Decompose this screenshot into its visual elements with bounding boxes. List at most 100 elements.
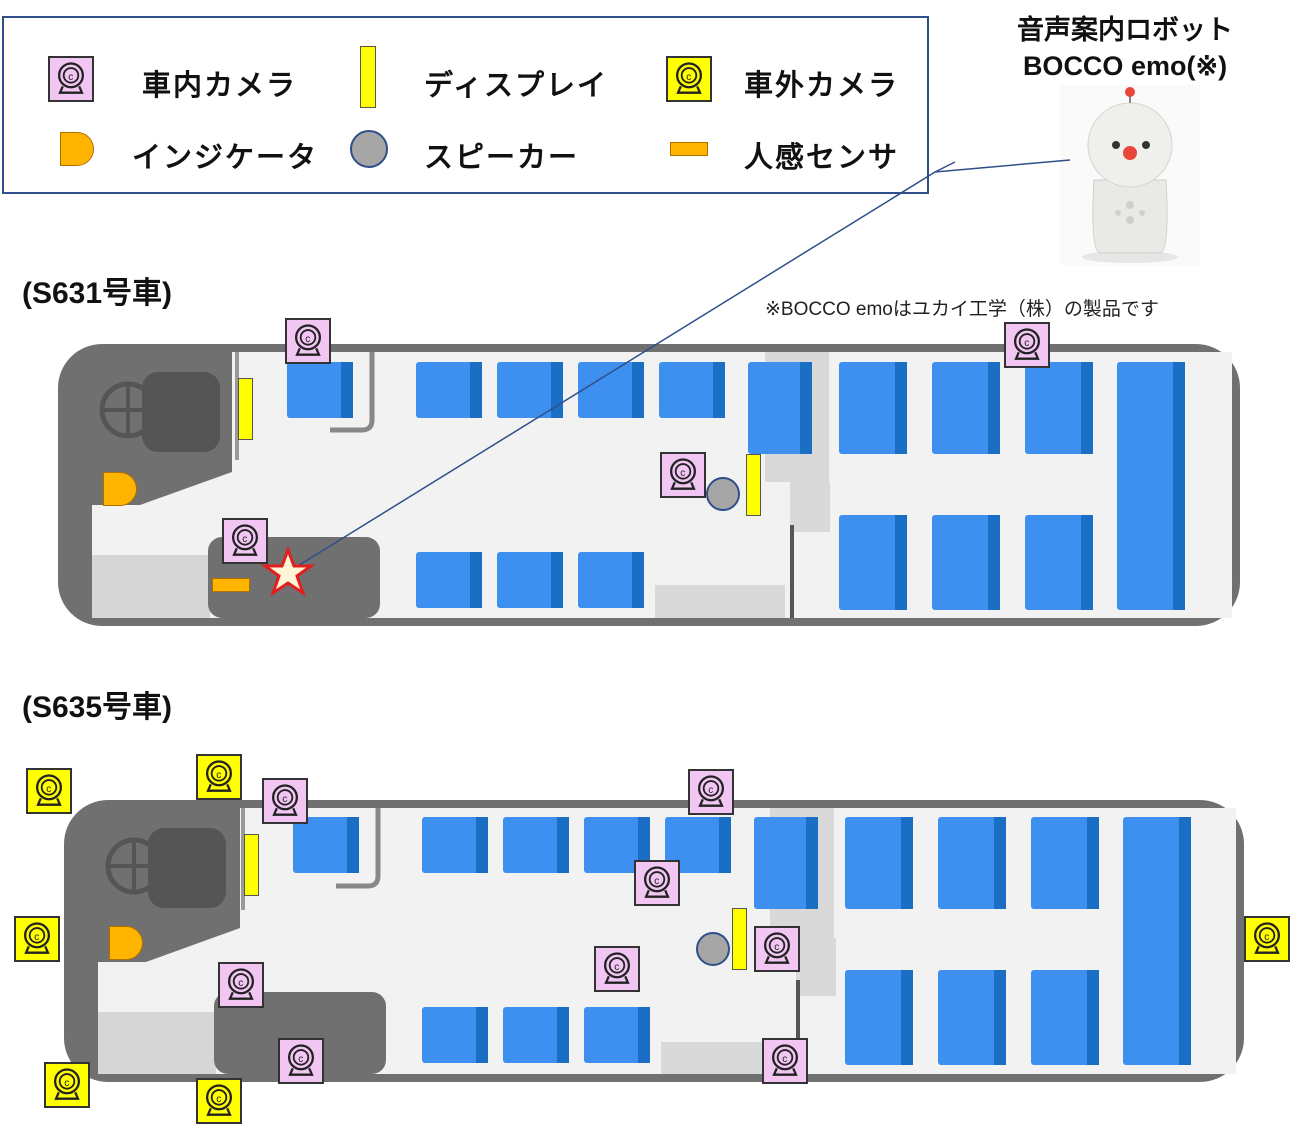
bus1-title: (S631号車) bbox=[22, 277, 173, 310]
bus2-speaker-icon bbox=[696, 932, 730, 966]
bus1-seat-back bbox=[551, 552, 563, 608]
bus1-seat bbox=[416, 362, 482, 418]
bus2-exterior-camera-icon bbox=[196, 1078, 242, 1124]
bus1-seat bbox=[497, 362, 563, 418]
bus2-exterior-camera-icon bbox=[14, 916, 60, 962]
robot-icon bbox=[1060, 85, 1200, 265]
bus1-interior-camera-icon bbox=[660, 452, 706, 498]
bus2-interior-camera-icon bbox=[262, 778, 308, 824]
bus2-rear-bench-seat-back bbox=[1179, 817, 1191, 1065]
bus2-seat-back bbox=[557, 817, 569, 873]
bus2-interior-camera-icon bbox=[278, 1038, 324, 1084]
bus2-seat-back bbox=[638, 1007, 650, 1063]
bus2-exterior-camera-icon bbox=[1244, 916, 1290, 962]
bus1-seat-back bbox=[1081, 515, 1093, 610]
bus1-seat bbox=[932, 515, 1000, 610]
bus1-seat bbox=[839, 515, 907, 610]
bus2-seat bbox=[845, 970, 913, 1065]
bus2-seat bbox=[503, 1007, 569, 1063]
bus2-seat bbox=[665, 817, 731, 873]
bus2-seat-back bbox=[994, 817, 1006, 909]
bus2-interior-camera-icon bbox=[594, 946, 640, 992]
bus2-interior-camera-icon bbox=[634, 860, 680, 906]
bus2-seat bbox=[845, 817, 913, 909]
legend-interior-camera-label: 車内カメラ bbox=[142, 70, 298, 102]
bus1-display-icon bbox=[746, 454, 761, 516]
legend-speaker-icon bbox=[350, 130, 388, 168]
bus2-seat bbox=[293, 817, 359, 873]
bus1-seats bbox=[287, 362, 1185, 610]
legend-exterior-camera-label: 車外カメラ bbox=[744, 70, 900, 102]
bus2-interior-camera-icon bbox=[218, 962, 264, 1008]
bus1-seat bbox=[659, 362, 725, 418]
bus1-indicator-icon bbox=[103, 472, 137, 506]
bus1-interior-camera-icon bbox=[222, 518, 268, 564]
legend-box: 車内カメラ ディスプレイ 車外カメラ インジケータ スピーカー 人感センサ bbox=[2, 16, 929, 194]
bus1-seat bbox=[287, 362, 353, 418]
bus2-exterior-camera-icon bbox=[26, 768, 72, 814]
robot-title-line2: BOCCO emo(※) bbox=[1022, 51, 1228, 81]
bus2-seat bbox=[422, 817, 488, 873]
bus1-seat-back bbox=[895, 515, 907, 610]
bus1-rear-bench-seat bbox=[1117, 362, 1185, 610]
bus2-interior-camera-icon bbox=[762, 1038, 808, 1084]
legend-human-sensor-label: 人感センサ bbox=[744, 142, 900, 174]
bus1-seat-back bbox=[470, 362, 482, 418]
bus1-human-sensor-icon bbox=[212, 578, 250, 592]
bus1-seat-back bbox=[632, 552, 644, 608]
bus2-rear-bench-seat bbox=[1123, 817, 1191, 1065]
bus1-seat bbox=[1025, 362, 1093, 454]
bus2-seat-back bbox=[347, 817, 359, 873]
bus1-seat bbox=[497, 552, 563, 608]
bus2-seat-back bbox=[1087, 970, 1099, 1065]
bus2-exterior-camera-icon bbox=[44, 1062, 90, 1108]
bus1-display-icon bbox=[238, 378, 253, 440]
legend-indicator-icon bbox=[60, 132, 94, 166]
bus2-interior-camera-icon bbox=[688, 769, 734, 815]
bus2-seat bbox=[1031, 970, 1099, 1065]
bus2-seat bbox=[938, 817, 1006, 909]
bus2-entry-block bbox=[214, 992, 386, 1074]
robot-title: 音声案内ロボット BOCCO emo(※) bbox=[990, 12, 1260, 84]
bus2-seat bbox=[938, 970, 1006, 1065]
bus2-title: (S635号車) bbox=[22, 691, 173, 724]
bus2-display-icon bbox=[732, 908, 747, 970]
bus1-seat-back bbox=[470, 552, 482, 608]
bus1-seat bbox=[1025, 515, 1093, 610]
bus1-seat bbox=[578, 362, 644, 418]
bus2-display-icon bbox=[244, 834, 259, 896]
bus1-rear-bench-seat-back bbox=[1173, 362, 1185, 610]
bus2-seat-back bbox=[994, 970, 1006, 1065]
legend-interior-camera-icon bbox=[48, 56, 94, 102]
bus1-seat-back bbox=[800, 362, 812, 454]
bus2-seat-back bbox=[476, 817, 488, 873]
bus1-robot-star-icon bbox=[260, 545, 316, 597]
bus2-seat-back bbox=[557, 1007, 569, 1063]
legend-display-label: ディスプレイ bbox=[424, 70, 608, 102]
bus1-seat-back bbox=[988, 362, 1000, 454]
bus2-seat bbox=[584, 817, 650, 873]
legend-speaker-label: スピーカー bbox=[424, 142, 580, 174]
bus1-seat-back bbox=[713, 362, 725, 418]
robot-title-line1: 音声案内ロボット bbox=[1017, 15, 1233, 45]
bus2-seat bbox=[754, 817, 818, 909]
bus1-seat-back bbox=[632, 362, 644, 418]
bus2-driver-seat bbox=[148, 828, 226, 908]
bus2-seat bbox=[422, 1007, 488, 1063]
bus2-interior-camera-icon bbox=[754, 926, 800, 972]
bus2-seat-back bbox=[1087, 817, 1099, 909]
legend-display-icon bbox=[360, 46, 376, 108]
bus2-seat-back bbox=[476, 1007, 488, 1063]
robot-note: ※BOCCO emoはユカイ工学（株）の製品です bbox=[765, 299, 1159, 320]
legend-exterior-camera-icon bbox=[666, 56, 712, 102]
bus2-seat-back bbox=[901, 817, 913, 909]
bus1-seat bbox=[578, 552, 644, 608]
bus1-interior-camera-icon bbox=[1004, 322, 1050, 368]
bus1-step bbox=[92, 555, 210, 618]
bus2-seat-back bbox=[638, 817, 650, 873]
bus1-seat bbox=[839, 362, 907, 454]
bus2-seat-back bbox=[719, 817, 731, 873]
bus1-interior-camera-icon bbox=[285, 318, 331, 364]
bus1-seat bbox=[748, 362, 812, 454]
